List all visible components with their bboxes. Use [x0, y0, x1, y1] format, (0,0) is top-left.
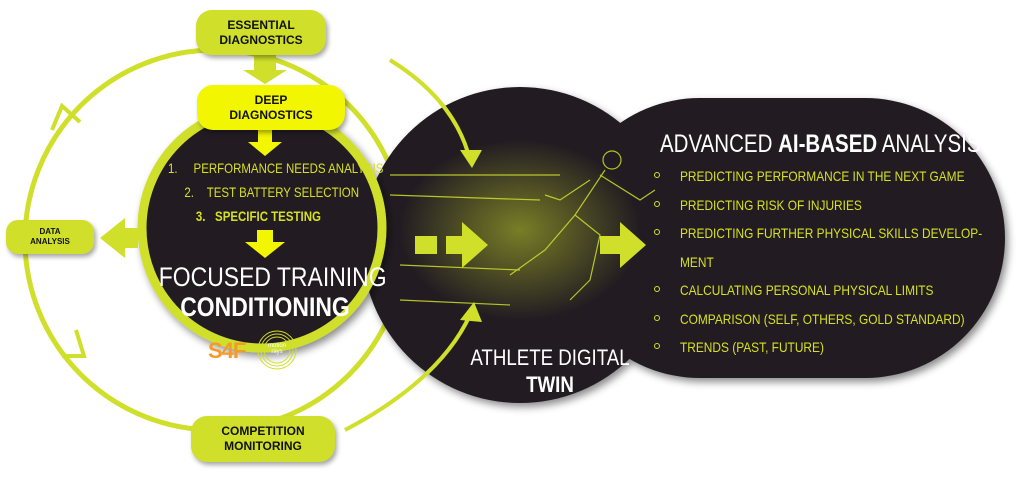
ai-analysis-list: PREDICTING PERFORMANCE IN THE NEXT GAME … [654, 168, 1024, 368]
arrow-curve-icon [344, 314, 472, 432]
twin-title-line1: ATHLETE DIGITAL [470, 345, 630, 370]
box-label: DIAGNOSTICS [229, 107, 313, 122]
runner-figure-icon [389, 150, 656, 306]
box-label: DEEP [254, 92, 288, 107]
conditioning-title: CONDITIONING [180, 292, 350, 322]
arrow-right-icon [600, 222, 646, 268]
list-item: PREDICTING RISK OF INJURIES [654, 197, 1024, 226]
s4f-logo: S4F [208, 338, 246, 363]
cycle-arrow-icon [50, 102, 82, 131]
bullet-icon [654, 200, 660, 207]
ai-analysis-title: ADVANCED AI-BASED ANALYSIS [660, 130, 981, 158]
arrow-right-icon [415, 236, 437, 254]
list-item: CALCULATING PERSONAL PHYSICAL LIMITS [654, 282, 1024, 311]
bullet-icon [654, 343, 660, 349]
arrow-down-icon [243, 55, 287, 84]
bullet-icon [654, 229, 660, 235]
arrowhead-icon [460, 302, 482, 322]
box-label: DIAGNOSTICS [219, 32, 303, 47]
motion-rays-logo-text: motion rays [267, 343, 286, 355]
focused-training-title: FOCUSED TRAINING [158, 262, 387, 292]
box-label: DATA [39, 227, 61, 236]
bullet-icon [654, 172, 660, 178]
box-label: ANALYSIS [30, 237, 70, 246]
bullet-icon [654, 314, 660, 321]
arrowhead-icon [460, 150, 482, 168]
arrow-left-icon [100, 218, 138, 258]
box-label: MONITORING [224, 439, 302, 453]
list-item: COMPARISON (SELF, OTHERS, GOLD STANDARD) [654, 311, 1024, 340]
arrow-right-icon [446, 222, 488, 268]
box-label: ESSENTIAL [227, 17, 295, 32]
runner-glow [400, 140, 640, 320]
box-label: COMPETITION [221, 424, 305, 438]
list-item: PREDICTING PERFORMANCE IN THE NEXT GAME [654, 168, 1024, 197]
cycle-arrow-icon [62, 329, 87, 358]
bullet-icon [654, 286, 660, 292]
list-item: TRENDS (PAST, FUTURE) [654, 339, 1024, 368]
list-item: PREDICTING FURTHER PHYSICAL SKILLS DEVEL… [654, 225, 1024, 254]
steps-list: 1. PERFORMANCE NEEDS ANALYSIS 2. TEST BA… [168, 160, 383, 232]
list-item-continuation: MENT [680, 253, 714, 270]
motion-rays-logo [257, 330, 297, 370]
arrow-down-icon [245, 230, 285, 258]
step-item: 2. TEST BATTERY SELECTION [184, 184, 360, 200]
twin-title-line2: TWIN [526, 372, 574, 397]
step-item: 3. SPECIFIC TESTING [195, 208, 321, 224]
arrow-curve-icon [388, 58, 472, 161]
step-item: 1. PERFORMANCE NEEDS ANALYSIS [168, 160, 384, 176]
arrow-down-icon [248, 128, 282, 156]
